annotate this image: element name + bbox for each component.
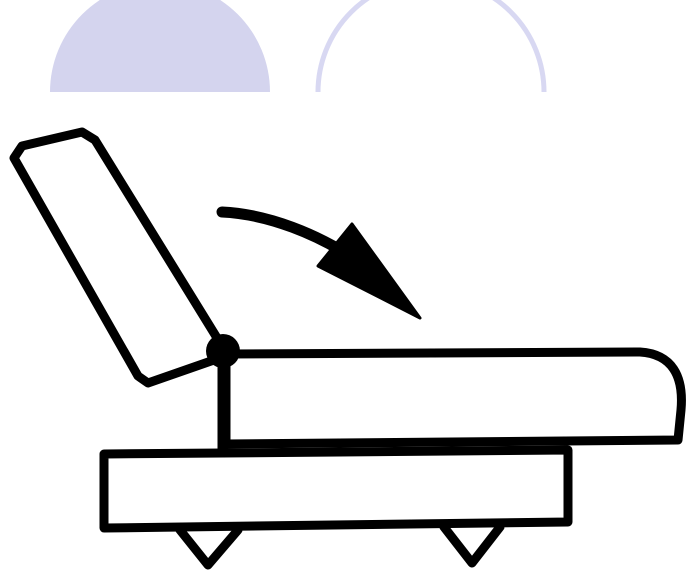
rotation-arrow-head [318, 224, 420, 318]
base-frame [104, 450, 568, 528]
backrest-cushion [14, 132, 222, 383]
left-foot [180, 530, 238, 565]
right-foot [444, 527, 500, 563]
decorative-half-disc [50, 0, 270, 92]
seat-cushion [226, 352, 681, 444]
hinge-joint [206, 334, 240, 368]
decorative-half-ring [318, 0, 544, 92]
